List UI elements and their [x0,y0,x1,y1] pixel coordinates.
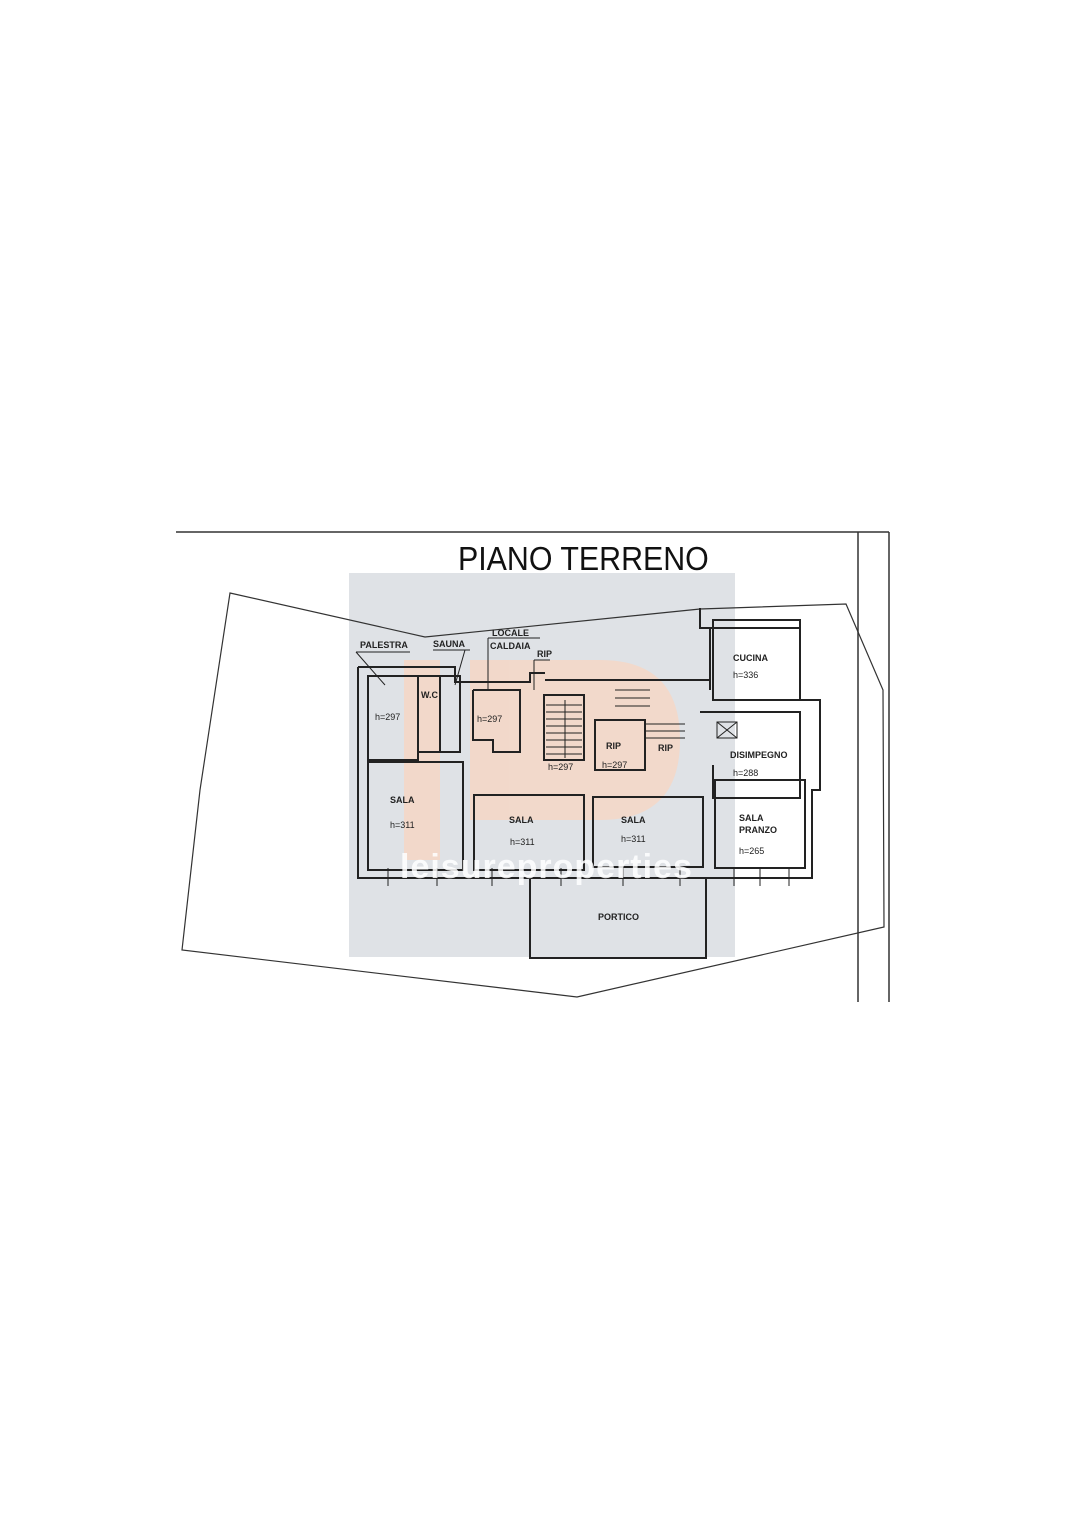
room-label-rip-3: RIP [658,743,674,753]
room-label-portico: PORTICO [598,912,640,922]
room-label-sala-3: SALA [621,815,646,825]
room-height-rip-2: h=297 [602,760,628,770]
window-marks [380,868,790,886]
room-label-sala-1: SALA [390,795,415,805]
room-height-sala-2: h=311 [510,837,535,847]
room-label-palestra: PALESTRA [360,640,408,650]
room-height-sala-3: h=311 [621,834,646,844]
room-label-rip-1: RIP [537,649,553,659]
plan-title: PIANO TERRENO [458,540,709,577]
room-height-caldaia: h=297 [477,714,503,724]
site-boundary [181,592,885,998]
room-label-sala-2: SALA [509,815,534,825]
room-height-sala-1: h=311 [390,820,415,830]
room-height-stairs: h=297 [548,762,574,772]
sheet-frame [176,531,890,1002]
room-height-palestra: h=297 [375,712,401,722]
room-height-sala-pranzo: h=265 [739,846,765,856]
shaft-icon [716,721,738,739]
stairs-icon [546,689,685,758]
building-walls [357,608,821,959]
room-height-disimpegno: h=288 [733,768,759,778]
room-label-wc: W.C [421,690,438,700]
room-label-rip-2: RIP [606,741,622,751]
room-label-cucina: CUCINA [733,653,768,663]
label-leaders [355,637,550,690]
room-label-sala-pranzo-1: SALA [739,813,764,823]
room-label-sala-pranzo-2: PRANZO [739,825,777,835]
room-label-disimpegno: DISIMPEGNO [730,750,788,760]
room-label-sauna: SAUNA [433,639,466,649]
room-height-cucina: h=336 [733,670,759,680]
room-label-locale: LOCALE [492,628,529,638]
room-label-caldaia: CALDAIA [490,641,531,651]
watermark-text: leisureproperties [400,848,693,886]
